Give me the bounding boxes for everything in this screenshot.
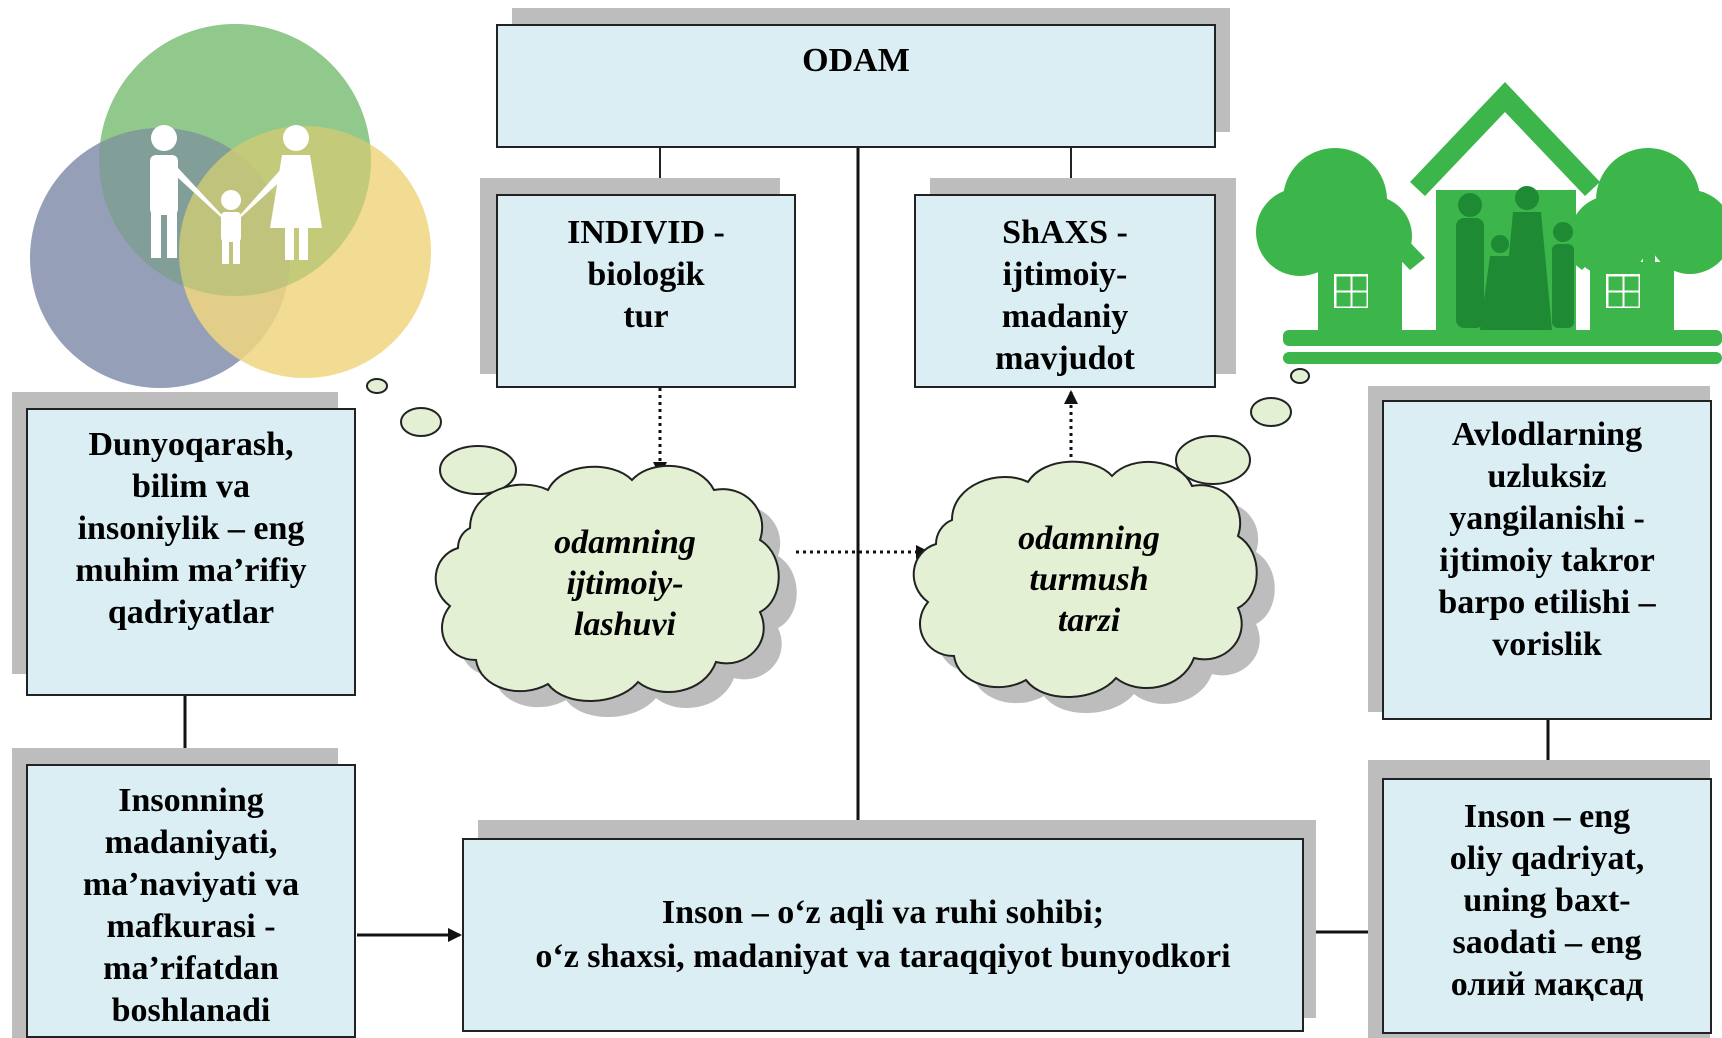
box-left-bottom: Insonning madaniyati, ma’naviyati va maf… bbox=[26, 764, 356, 1038]
left-thought-trail bbox=[366, 378, 517, 495]
cloud-right-text: odamning turmush tarzi bbox=[964, 504, 1214, 654]
shaxs-line-1: ShAXS - bbox=[1002, 214, 1128, 251]
cloud-left-text: odamning ijtimoiy- lashuvi bbox=[500, 508, 750, 658]
right-bottom-line-1: Inson – eng bbox=[1463, 798, 1631, 835]
left-bottom-line-2: madaniyati, bbox=[104, 824, 278, 861]
individ-line-3: tur bbox=[623, 298, 669, 335]
shaxs-line-4: mavjudot bbox=[995, 340, 1135, 377]
right-top-line-5: barpo etilishi – bbox=[1438, 584, 1656, 621]
left-bottom-line-1: Insonning bbox=[118, 782, 264, 819]
individ-line-2: biologik bbox=[587, 256, 705, 293]
right-bottom-line-3: uning baxt- bbox=[1463, 882, 1631, 919]
center-line-1: Inson – o‘z aqli va ruhi sohibi; bbox=[661, 894, 1105, 931]
cloud-left bbox=[434, 464, 780, 702]
right-thought-trail bbox=[1175, 368, 1310, 485]
left-bottom-line-5: ma’rifatdan bbox=[103, 950, 279, 987]
box-right-top: Avlodlarning uzluksiz yangilanishi - ijt… bbox=[1382, 400, 1712, 720]
left-top-line-4: muhim ma’rifiy bbox=[75, 552, 307, 589]
box-center: Inson – o‘z aqli va ruhi sohibi; o‘z sha… bbox=[462, 838, 1304, 1032]
left-top-line-2: bilim va bbox=[131, 468, 251, 505]
box-left-top: Dunyoqarash, bilim va insoniylik – eng m… bbox=[26, 408, 356, 696]
center-line-2: o‘z shaxsi, madaniyat va taraqqiyot buny… bbox=[535, 938, 1231, 975]
right-top-line-4: ijtimoiy takror bbox=[1439, 542, 1655, 579]
cloud-right-line-1: odamning bbox=[1018, 519, 1160, 557]
left-top-line-1: Dunyoqarash, bbox=[88, 426, 294, 463]
cloud-left-line-1: odamning bbox=[554, 523, 696, 561]
right-top-line-1: Avlodlarning bbox=[1451, 416, 1643, 453]
box-right-bottom: Inson – eng oliy qadriyat, uning baxt- s… bbox=[1382, 778, 1712, 1034]
left-bottom-line-4: mafkurasi - bbox=[106, 908, 276, 945]
left-top-line-3: insoniylik – eng bbox=[77, 510, 305, 547]
cloud-right-line-3: tarzi bbox=[1057, 601, 1121, 639]
right-bottom-line-4: saodati – eng bbox=[1452, 924, 1642, 961]
box-individ: INDIVID - biologik tur bbox=[496, 194, 796, 388]
cloud-left-line-2: ijtimoiy- bbox=[566, 564, 684, 602]
left-bottom-line-3: ma’naviyati va bbox=[82, 866, 300, 903]
right-top-line-3: yangilanishi - bbox=[1449, 500, 1645, 537]
right-top-line-6: vorislik bbox=[1492, 626, 1602, 663]
cloud-right bbox=[912, 460, 1258, 698]
right-bottom-line-2: oliy qadriyat, bbox=[1449, 840, 1645, 877]
odam-label: ODAM bbox=[802, 42, 910, 79]
shaxs-line-2: ijtimoiy- bbox=[1002, 256, 1128, 293]
right-bottom-line-5: олий мақсад bbox=[1450, 966, 1644, 1003]
box-shaxs: ShAXS - ijtimoiy- madaniy mavjudot bbox=[914, 194, 1216, 388]
shaxs-line-3: madaniy bbox=[1001, 298, 1129, 335]
left-top-line-5: qadriyatlar bbox=[107, 594, 275, 631]
cloud-left-line-3: lashuvi bbox=[573, 605, 677, 643]
left-bottom-line-6: boshlanadi bbox=[111, 992, 271, 1029]
individ-line-1: INDIVID - bbox=[567, 214, 725, 251]
box-odam: ODAM bbox=[496, 24, 1216, 148]
cloud-right-line-2: turmush bbox=[1029, 560, 1149, 598]
right-top-line-2: uzluksiz bbox=[1487, 458, 1607, 495]
